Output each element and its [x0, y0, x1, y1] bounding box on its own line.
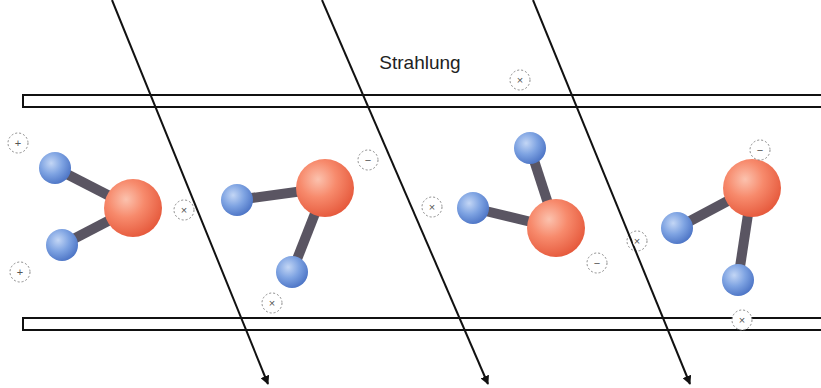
radiation-arrow — [322, 0, 488, 384]
radiation-arrow — [112, 0, 268, 384]
radiation-arrow — [533, 0, 690, 384]
ion-circle — [510, 70, 530, 90]
water-molecule — [661, 159, 781, 296]
ion-circle — [587, 253, 607, 273]
ion-circle — [732, 310, 752, 330]
charge-sign: × — [180, 205, 188, 216]
water-molecule — [39, 152, 162, 261]
charge-sign: × — [268, 298, 276, 309]
ion-circle — [8, 133, 28, 153]
radiation-label: Strahlung — [376, 52, 463, 73]
ion-circle — [422, 197, 442, 217]
charge-sign: − — [364, 155, 372, 166]
charge-sign: × — [633, 236, 641, 247]
water-molecule — [457, 132, 585, 257]
ion-markers — [8, 70, 770, 330]
charge-sign: + — [16, 267, 24, 278]
ion-circle — [358, 150, 378, 170]
charge-sign: × — [738, 315, 746, 326]
ion-circle — [750, 140, 770, 160]
water-molecule — [221, 159, 354, 288]
ion-circle — [174, 200, 194, 220]
ion-circle — [262, 293, 282, 313]
charge-sign: × — [516, 75, 524, 86]
tube-wall — [23, 95, 821, 107]
ion-circle — [627, 231, 647, 251]
charge-sign: − — [756, 145, 764, 156]
charge-sign: − — [593, 258, 601, 269]
tube-wall — [23, 318, 821, 330]
charge-sign: × — [428, 202, 436, 213]
charge-sign: + — [14, 138, 22, 149]
ion-circle — [10, 262, 30, 282]
